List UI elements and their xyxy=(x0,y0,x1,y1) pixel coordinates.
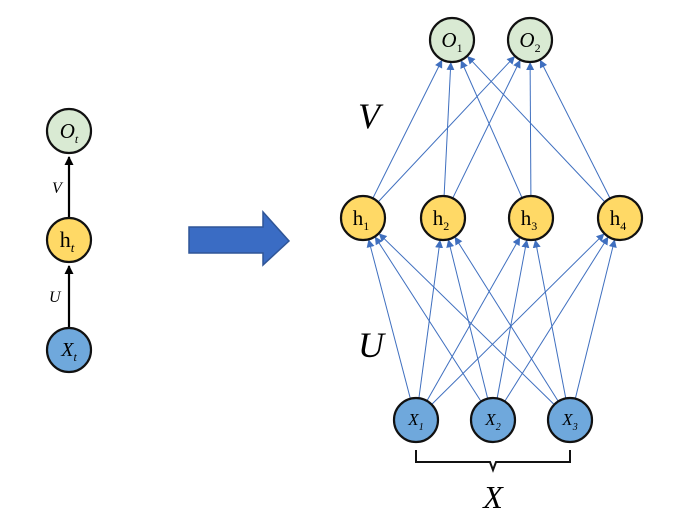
compact-output-sub: t xyxy=(75,132,79,146)
edge-h4-o1 xyxy=(467,55,606,203)
svg-text:Xt: Xt xyxy=(60,339,77,364)
unrolled-network: O1 O2 h1 h2 h3 h4 xyxy=(339,16,644,515)
hidden-node-1-sub: 1 xyxy=(363,219,369,233)
compact-label-v: V xyxy=(52,180,64,197)
input-node-3-base: X xyxy=(561,410,573,429)
output-layer: O1 O2 xyxy=(428,16,554,64)
svg-text:h1: h1 xyxy=(353,206,370,233)
hidden-layer: h1 h2 h3 h4 xyxy=(339,194,644,242)
input-node-2-sub: 2 xyxy=(496,422,501,433)
hidden-node-2-base: h xyxy=(433,206,444,230)
input-layer: X1 X2 X3 xyxy=(392,396,594,444)
edge-x1-h3 xyxy=(426,237,521,402)
edge-h1-o2 xyxy=(377,56,515,203)
edge-h1-o1 xyxy=(372,59,443,199)
svg-text:O1: O1 xyxy=(441,28,462,55)
input-node-2-base: X xyxy=(484,410,496,429)
edge-x1-h4 xyxy=(431,233,605,405)
svg-text:X3: X3 xyxy=(561,410,577,433)
input-node-2: X2 xyxy=(469,396,517,444)
hidden-node-4: h4 xyxy=(596,194,644,242)
edge-h2-o2 xyxy=(452,59,521,199)
svg-text:ht: ht xyxy=(60,227,75,255)
output-node-1: O1 xyxy=(428,16,476,64)
input-node-1: X1 xyxy=(392,396,440,444)
hidden-node-3-base: h xyxy=(521,206,532,230)
compact-label-u: U xyxy=(49,289,62,306)
hidden-node-1: h1 xyxy=(339,194,387,242)
svg-text:h3: h3 xyxy=(521,206,538,233)
edge-x1-h2 xyxy=(418,239,444,399)
unrolled-label-v: V xyxy=(358,96,384,136)
edge-x3-h3 xyxy=(532,239,567,399)
input-node-1-sub: 1 xyxy=(419,422,424,433)
edge-x3-h4 xyxy=(574,239,617,399)
edge-h4-o2 xyxy=(539,59,611,199)
edge-x2-h2 xyxy=(446,239,489,399)
edge-h3-o2 xyxy=(526,62,535,197)
edge-x3-h2 xyxy=(454,236,559,402)
unrolled-label-u: U xyxy=(358,325,386,365)
input-node-3: X3 xyxy=(546,396,594,444)
input-node-1-base: X xyxy=(407,410,419,429)
edge-h3-o1 xyxy=(460,60,523,199)
compact-hidden-sub: t xyxy=(71,240,75,255)
edge-x2-h1 xyxy=(374,236,482,402)
edge-x2-h3 xyxy=(496,239,530,399)
hidden-node-2-sub: 2 xyxy=(443,219,449,233)
svg-text:X1: X1 xyxy=(407,410,423,433)
hidden-node-2: h2 xyxy=(419,194,467,242)
block-right-arrow-icon xyxy=(188,210,291,267)
edge-x3-h1 xyxy=(378,233,555,405)
edge-x2-h4 xyxy=(504,236,609,402)
svg-text:h2: h2 xyxy=(433,206,450,233)
output-node-2: O2 xyxy=(506,16,554,64)
compact-input-node: Xt xyxy=(45,326,93,374)
hidden-node-3-sub: 3 xyxy=(531,219,537,233)
input-node-3-sub: 3 xyxy=(572,422,578,433)
compact-output-node: Ot xyxy=(45,107,93,155)
svg-text:Ot: Ot xyxy=(60,119,79,146)
hidden-node-1-base: h xyxy=(353,206,364,230)
svg-text:O2: O2 xyxy=(519,28,540,55)
hidden-node-4-sub: 4 xyxy=(620,219,626,233)
edge-x1-h1 xyxy=(366,239,411,399)
connection-edges xyxy=(366,55,617,405)
brace-label-x: X xyxy=(481,479,504,515)
compact-input-sub: t xyxy=(73,350,77,364)
compact-output-base: O xyxy=(60,119,75,143)
hidden-node-4-base: h xyxy=(610,206,621,230)
compact-hidden-base: h xyxy=(60,227,71,252)
input-brace xyxy=(415,450,571,473)
edge-h2-o1 xyxy=(443,62,455,197)
compact-hidden-node: ht xyxy=(45,216,93,264)
compact-input-base: X xyxy=(60,339,74,361)
output-node-2-base: O xyxy=(519,28,534,52)
output-node-1-sub: 1 xyxy=(457,41,463,55)
output-node-2-sub: 2 xyxy=(535,41,541,55)
output-node-1-base: O xyxy=(441,28,456,52)
compact-rnn: Ot ht Xt V U xyxy=(45,107,93,374)
hidden-node-3: h3 xyxy=(507,194,555,242)
svg-text:X2: X2 xyxy=(484,410,500,433)
svg-text:h4: h4 xyxy=(610,206,627,233)
